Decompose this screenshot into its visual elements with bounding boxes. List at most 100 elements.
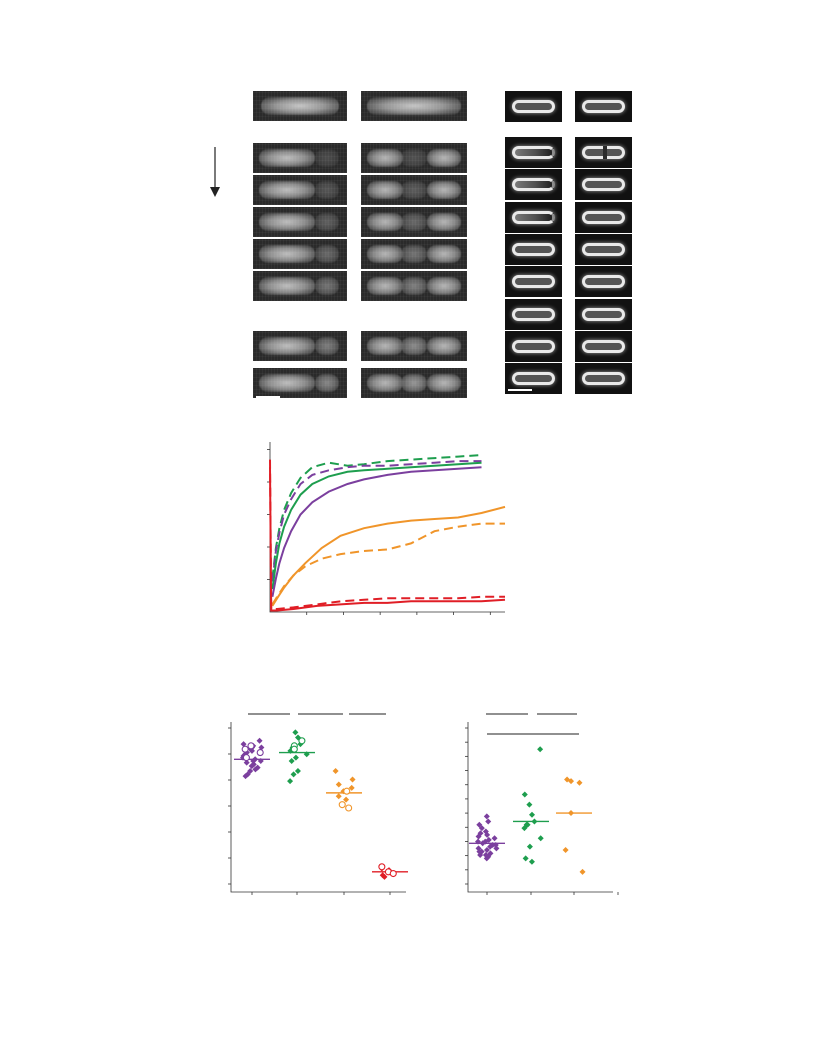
cell-image-left-6 [253, 331, 347, 361]
cell-image-right-L-5 [505, 266, 562, 297]
data-point [568, 778, 575, 785]
cell-image-right-R-2 [575, 169, 632, 200]
data-point [579, 868, 586, 875]
cell-image-right-L-3 [505, 202, 562, 233]
data-point [487, 843, 494, 850]
data-point [292, 729, 299, 736]
data-point [256, 737, 263, 744]
cell-image-right-R-0 [575, 91, 632, 122]
curve-series-1 [271, 460, 482, 582]
data-point-open [343, 787, 351, 795]
data-point [303, 751, 310, 758]
data-point [562, 847, 569, 853]
data-point [252, 766, 259, 773]
data-point-open [378, 863, 386, 871]
data-point [252, 756, 259, 763]
data-point [522, 855, 529, 862]
cell-image-right-L-2 [505, 169, 562, 200]
data-point [478, 825, 485, 832]
data-point-open [241, 745, 249, 753]
cell-image-middle-1 [361, 143, 467, 173]
data-point [537, 746, 544, 753]
curve-series-3 [271, 466, 482, 597]
data-point-open [345, 804, 353, 812]
data-point [257, 757, 264, 764]
curve-series-7 [269, 467, 506, 612]
scatter-axes [230, 722, 406, 893]
cell-image-right-L-4 [505, 234, 562, 265]
cell-image-left-2 [253, 175, 347, 205]
data-point [258, 744, 265, 751]
cell-image-left-prebleach [253, 91, 347, 121]
curve-series-0 [271, 454, 482, 579]
cell-image-right-L-7 [505, 331, 562, 362]
panel-a-arrow [208, 147, 222, 199]
cell-image-middle-prebleach [361, 91, 467, 121]
down-arrow-icon [210, 147, 220, 197]
cell-image-right-R-7 [575, 331, 632, 362]
data-point [482, 852, 489, 859]
data-point [335, 793, 342, 800]
data-point [524, 821, 531, 828]
data-point-open [256, 749, 264, 757]
data-point [531, 818, 538, 825]
data-point [576, 779, 583, 786]
data-point [482, 828, 489, 835]
cell-image-right-L-6 [505, 299, 562, 330]
data-point [297, 741, 304, 748]
data-point [484, 831, 491, 838]
data-point [475, 838, 482, 845]
data-point [295, 734, 302, 741]
data-point [244, 771, 251, 778]
data-point [521, 791, 528, 798]
cell-image-left-7 [253, 368, 347, 398]
data-point [288, 757, 295, 764]
data-point [287, 778, 294, 785]
data-point [483, 847, 490, 853]
data-point [485, 818, 492, 825]
scatter-plot-right [465, 713, 619, 895]
curve-series-4 [271, 505, 506, 607]
cell-image-right-R-4 [575, 234, 632, 265]
data-point [292, 754, 299, 761]
data-point-open [389, 869, 397, 878]
curve-series-5 [271, 522, 505, 605]
scatter-plot-left [228, 713, 408, 895]
data-point [248, 763, 255, 769]
data-point [332, 768, 339, 775]
data-point [568, 810, 575, 817]
data-point [242, 773, 249, 780]
data-point [477, 852, 484, 859]
data-point-open [290, 745, 298, 753]
cell-image-right-L-0 [505, 91, 562, 122]
data-point [348, 784, 355, 791]
cell-image-middle-6 [361, 331, 467, 361]
data-point [528, 858, 535, 865]
data-point [526, 843, 533, 850]
data-point [475, 833, 482, 840]
data-point-open [242, 754, 250, 762]
data-point [349, 776, 356, 783]
cell-image-right-L-1 [505, 137, 562, 168]
data-point [483, 813, 490, 820]
cell-image-left-1 [253, 143, 347, 173]
cell-image-middle-5 [361, 271, 467, 301]
data-point [248, 747, 255, 754]
curve-series-2 [271, 461, 482, 590]
data-point [477, 830, 484, 837]
data-point [521, 825, 528, 832]
data-point [475, 845, 482, 852]
data-point [529, 811, 536, 818]
data-point [243, 759, 250, 766]
cell-image-left-3 [253, 207, 347, 237]
cell-image-middle-4 [361, 239, 467, 269]
cell-image-right-L-8 [505, 363, 562, 394]
data-point [476, 848, 483, 855]
cell-image-middle-3 [361, 207, 467, 237]
data-point [290, 771, 297, 778]
cell-image-middle-7 [361, 368, 467, 398]
cell-image-right-R-3 [575, 202, 632, 233]
scale-bar-left [256, 396, 280, 398]
data-point [537, 835, 544, 842]
data-point [493, 845, 500, 852]
